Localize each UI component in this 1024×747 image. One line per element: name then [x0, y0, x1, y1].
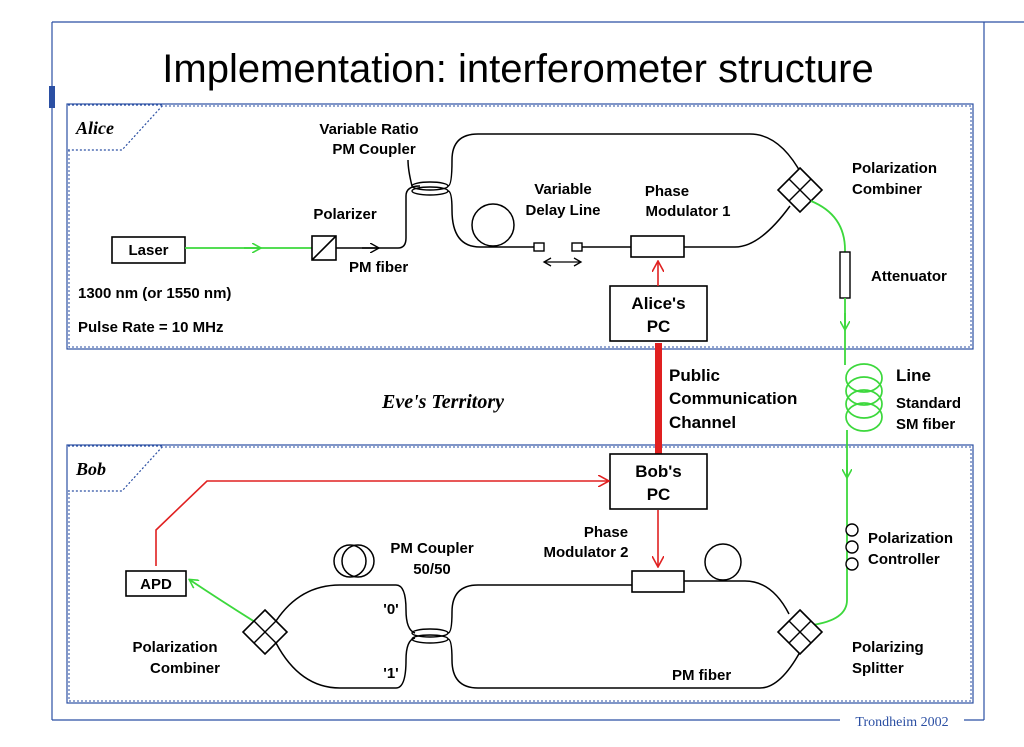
polarizer-symbol	[311, 235, 337, 261]
alice-polarization-combiner	[776, 166, 824, 214]
pm-coupler-label-1: PM Coupler	[390, 540, 473, 557]
bob-delay-loop	[704, 543, 742, 581]
alice-tag: Alice	[75, 118, 114, 138]
pm-fiber-label: PM fiber	[349, 259, 408, 276]
attenuator-label: Attenuator	[871, 268, 947, 285]
slide-frame	[49, 21, 1024, 721]
controller-to-splitter-fiber	[811, 599, 848, 626]
svg-text:Bob's: Bob's	[635, 462, 682, 481]
alice-combiner-label-1: Polarization	[852, 160, 937, 177]
polarizing-splitter	[776, 608, 824, 656]
bob-combiner-label-1: Polarization	[132, 639, 217, 656]
pulse-rate-label: Pulse Rate = 10 MHz	[78, 319, 223, 336]
bob-lower-left-arm	[275, 637, 416, 689]
bob-lower-right-arm	[447, 638, 801, 689]
eves-territory-label: Eve's Territory	[381, 391, 504, 413]
svg-text:PC: PC	[647, 317, 671, 336]
delay-line-left-collimator	[533, 242, 545, 252]
variable-ratio-label-1: Variable Ratio	[319, 121, 418, 138]
variable-ratio-label-2: PM Coupler	[332, 141, 415, 158]
combiner-to-apd-fiber	[190, 580, 256, 623]
delay-line-right-collimator	[571, 242, 583, 252]
alice-combiner-label-2: Combiner	[852, 181, 922, 198]
delay-line-arrow	[542, 257, 583, 267]
svg-text:Alice's: Alice's	[631, 294, 685, 313]
page-title: Implementation: interferometer structure	[162, 47, 873, 91]
svg-text:PC: PC	[647, 485, 671, 504]
variable-ratio-coupler	[407, 159, 449, 196]
line-fiber-label-1: Standard	[896, 395, 961, 412]
port-0-label: '0'	[383, 601, 398, 618]
bob-upper-right-arm	[447, 584, 632, 634]
public-channel-label-3: Channel	[669, 413, 736, 432]
delay-line-label-1: Variable	[534, 181, 592, 198]
bob-pm-fiber-label: PM fiber	[672, 667, 731, 684]
bob-upper-left-arm	[275, 584, 416, 634]
bob-panel: Bob	[66, 444, 974, 704]
svg-text:APD: APD	[140, 576, 172, 593]
bob-polarization-combiner	[241, 608, 289, 656]
bob-pm-coupler-spool	[333, 544, 375, 578]
polarizing-splitter-label-2: Splitter	[852, 660, 904, 677]
line-fiber-spool	[845, 363, 883, 432]
line-label: Line	[896, 366, 931, 385]
apd-box: APD	[125, 570, 187, 597]
bob-combiner-label-2: Combiner	[150, 660, 220, 677]
pm-coupler-label-2: 50/50	[413, 561, 451, 578]
alice-upper-arm	[447, 133, 803, 187]
phase-modulator-1-label-2: Modulator 1	[646, 203, 731, 220]
alice-pc-box: Alice's PC	[609, 285, 708, 342]
alice-lower-arm	[447, 190, 534, 248]
phase-modulator-1	[630, 235, 685, 258]
footer-label: Trondheim 2002	[855, 715, 948, 730]
polarization-controller	[845, 523, 859, 571]
polarization-controller-label-1: Polarization	[868, 530, 953, 547]
bob-pm-coupler	[411, 628, 449, 644]
svg-text:Laser: Laser	[128, 242, 168, 259]
alice-panel: Alice	[66, 103, 974, 350]
phase-modulator-2	[631, 570, 685, 593]
modulator-to-combiner-fiber	[684, 205, 791, 248]
phase-modulator-1-label-1: Phase	[645, 183, 689, 200]
delay-line-label-2: Delay Line	[525, 202, 600, 219]
alice-delay-loop	[471, 203, 515, 247]
alice-output-fiber	[810, 200, 846, 252]
phase-modulator-2-label-2: Modulator 2	[544, 544, 629, 561]
public-channel-label-2: Communication	[669, 389, 797, 408]
phase-modulator-2-label-1: Phase	[584, 524, 628, 541]
public-channel-bar	[655, 343, 662, 455]
port-1-label: '1'	[383, 665, 398, 682]
bob-pc-box: Bob's PC	[609, 453, 708, 510]
apd-to-bob-pc-signal	[155, 481, 608, 566]
bob-tag: Bob	[75, 459, 106, 479]
modulator-2-to-splitter-fiber	[684, 580, 790, 615]
wavelength-label: 1300 nm (or 1550 nm)	[78, 285, 231, 302]
laser-box: Laser	[111, 236, 186, 264]
line-fiber-label-2: SM fiber	[896, 416, 955, 433]
public-channel-label-1: Public	[669, 366, 720, 385]
polarizing-splitter-label-1: Polarizing	[852, 639, 924, 656]
polarization-controller-label-2: Controller	[868, 551, 940, 568]
attenuator	[839, 251, 851, 299]
polarizer-label: Polarizer	[313, 206, 377, 223]
